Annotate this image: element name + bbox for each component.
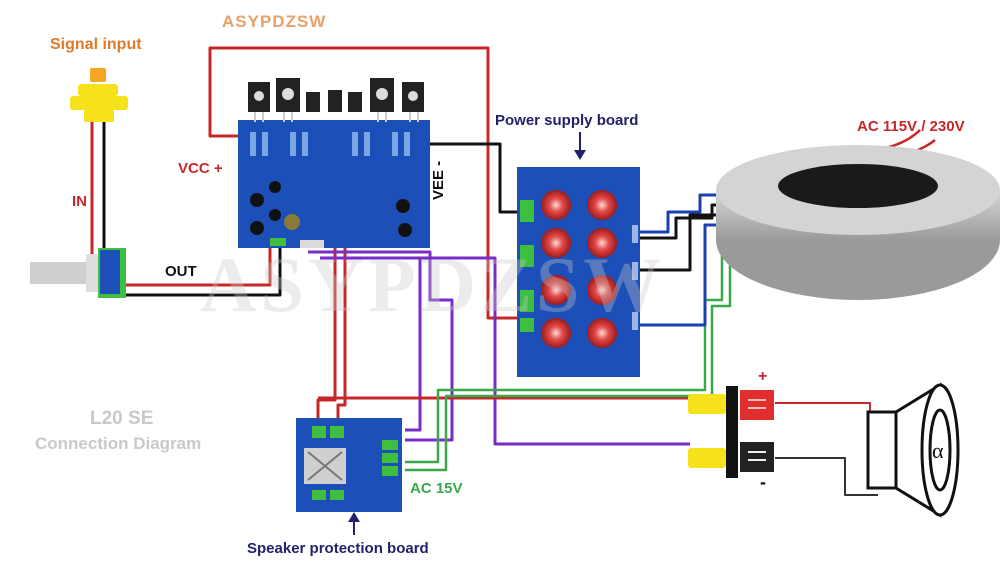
speaker-plus-label: + <box>758 368 768 385</box>
volume-potentiometer-icon[interactable] <box>30 248 126 298</box>
wire-speaker-minus <box>775 457 878 496</box>
wire-purple-2 <box>320 256 690 446</box>
wire-vee-minus <box>430 142 522 214</box>
speaker-minus-label: - <box>760 472 766 492</box>
power-supply-board-label: Power supply board <box>495 112 639 129</box>
wire-tr-blue-1 <box>640 193 722 234</box>
loudspeaker-icon: α <box>866 382 960 518</box>
toroidal-transformer-icon <box>716 145 1000 300</box>
speaker-protection-board-label: Speaker protection board <box>247 540 429 557</box>
diagram-title: Connection Diagram <box>35 434 202 453</box>
vee-minus-label: VEE - <box>430 160 447 200</box>
ac-mains-label: AC 115V / 230V <box>857 118 965 135</box>
wire-tr-blue-2 <box>640 223 725 327</box>
label-arrows <box>348 132 586 535</box>
wire-ac15v-1 <box>405 215 724 464</box>
out-label: OUT <box>165 263 197 280</box>
watermark-text: ASYPDZSW <box>200 241 666 328</box>
filter-capacitors <box>541 190 617 348</box>
wire-out-black <box>125 235 282 297</box>
signal-input-label: Signal input <box>50 36 142 53</box>
rca-input-jack-icon <box>70 68 128 122</box>
wire-amp-to-protection-red <box>316 140 337 425</box>
wire-tr-black-2 <box>640 213 718 272</box>
speaker-protection-board-icon <box>296 418 402 512</box>
brand-label: ASYPDZSW <box>222 12 327 31</box>
in-label: IN <box>72 193 87 210</box>
svg-text:α: α <box>932 438 944 463</box>
model-caption: L20 SE <box>90 408 154 429</box>
amplifier-board-icon <box>238 78 430 248</box>
ac-15v-label: AC 15V <box>410 480 463 497</box>
wire-amp-to-protection-red2 <box>336 140 347 425</box>
wire-speaker-plus <box>775 402 871 420</box>
wire-out-red <box>125 235 272 287</box>
wire-purple-3 <box>405 258 422 432</box>
power-supply-board-icon <box>517 167 640 377</box>
wire-purple-1 <box>308 250 454 442</box>
speaker-terminal-icon <box>688 386 774 478</box>
vcc-plus-label: VCC + <box>178 160 223 177</box>
wire-tr-black-1 <box>640 203 724 240</box>
